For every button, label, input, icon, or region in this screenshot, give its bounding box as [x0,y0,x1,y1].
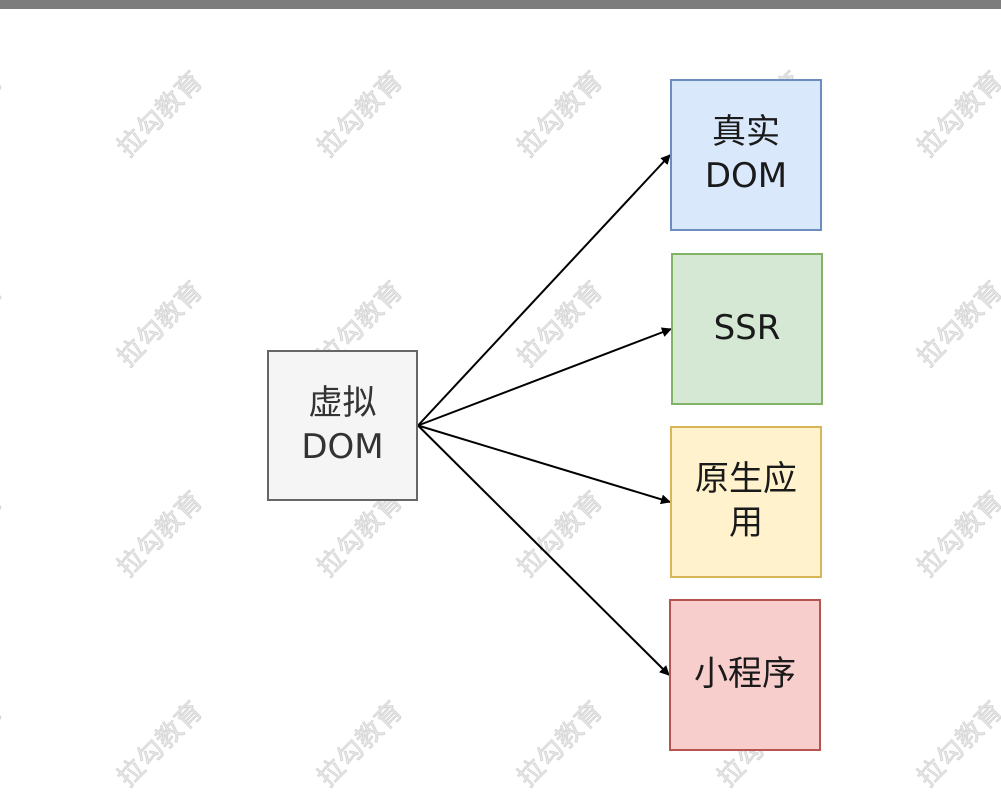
ssr-label: SSR [713,308,781,349]
arrow-source-to-mini_program [417,424,670,676]
arrow-source-to-ssr [417,327,672,427]
arrow-source-to-real_dom [417,154,671,427]
mini-program-node[interactable]: 小程序 [669,599,821,751]
virtual-dom-label: 虚拟 DOM [301,382,384,467]
ssr-node[interactable]: SSR [671,253,823,405]
real-dom-node[interactable]: 真实 DOM [670,79,822,231]
window-top-bar [0,0,1001,9]
arrow-source-to-native_app [417,424,671,505]
native-app-node[interactable]: 原生应 用 [670,426,822,578]
virtual-dom-node[interactable]: 虚拟 DOM [267,350,418,501]
connector-layer [417,154,672,676]
native-app-label: 原生应 用 [695,459,797,543]
mini-program-label: 小程序 [694,654,796,695]
real-dom-label: 真实 DOM [704,112,788,196]
